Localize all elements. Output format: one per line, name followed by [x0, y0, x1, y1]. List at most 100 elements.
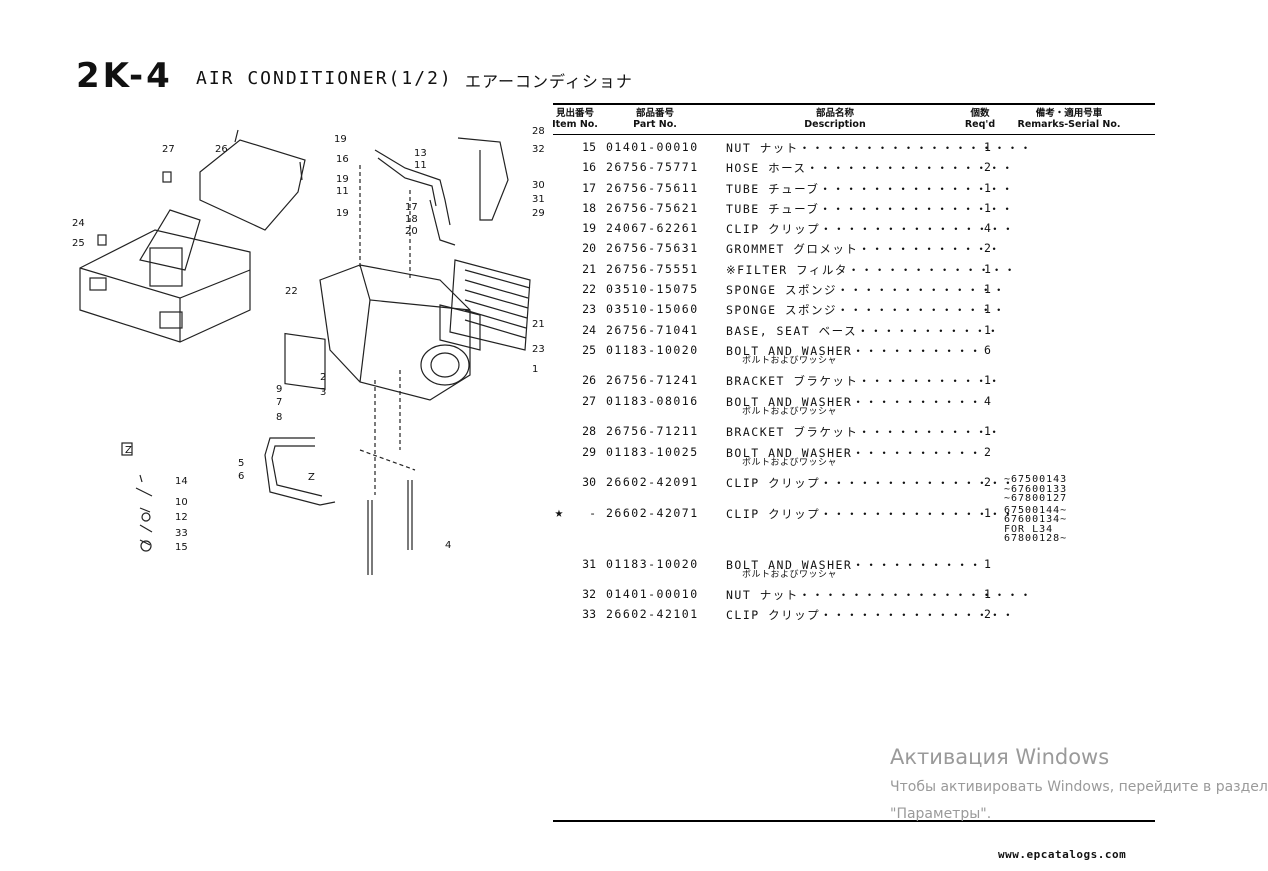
- svg-text:18: 18: [405, 214, 418, 225]
- svg-text:11: 11: [414, 160, 427, 171]
- part-description: BASE, SEAT ベース・・・・・・・・・・・: [726, 323, 1001, 338]
- svg-text:19: 19: [336, 174, 349, 185]
- site-url: www.epcatalogs.com: [998, 848, 1127, 861]
- page-code: 2K-4: [76, 56, 173, 96]
- required-qty: 1: [984, 322, 991, 337]
- part-description: BRACKET ブラケット・・・・・・・・・・・: [726, 425, 1002, 440]
- required-qty: 1: [984, 180, 991, 195]
- item-number: 21: [582, 261, 596, 276]
- part-description: TUBE チューブ・・・・・・・・・・・・・・・: [726, 201, 1015, 216]
- svg-text:19: 19: [334, 134, 347, 145]
- table-top-rule: [553, 103, 1155, 105]
- part-description: NUT ナット・・・・・・・・・・・・・・・・・・: [726, 588, 1033, 603]
- part-description: TUBE チューブ・・・・・・・・・・・・・・・: [726, 181, 1015, 196]
- part-description: HOSE ホース・・・・・・・・・・・・・・・・: [726, 161, 1015, 176]
- part-number: 26602-42071: [606, 505, 699, 520]
- required-qty: 2: [984, 160, 991, 175]
- part-description: SPONGE スポンジ・・・・・・・・・・・・・: [726, 303, 1006, 318]
- item-number: 27: [582, 393, 596, 408]
- svg-text:12: 12: [175, 512, 188, 523]
- part-number: 26756-71211: [606, 424, 699, 439]
- required-qty: 1: [984, 373, 991, 388]
- part-description: ※FILTER フィルタ・・・・・・・・・・・・・: [726, 262, 1017, 277]
- svg-text:26: 26: [215, 144, 228, 155]
- part-number: 26756-75771: [606, 160, 699, 175]
- item-number: 28: [582, 424, 596, 439]
- item-number: 18: [582, 200, 596, 215]
- svg-text:5: 5: [238, 458, 244, 469]
- item-number: 31: [582, 556, 596, 571]
- part-description: CLIP クリップ・・・・・・・・・・・・・・・: [726, 222, 1016, 237]
- part-description-jp: ボルトおよびワッシャ: [742, 406, 838, 417]
- part-description: CLIP クリップ・・・・・・・・・・・・・・・: [726, 506, 1016, 521]
- svg-text:33: 33: [175, 528, 188, 539]
- required-qty: 1: [984, 140, 991, 154]
- part-description-jp: ボルトおよびワッシャ: [742, 457, 838, 468]
- svg-text:16: 16: [336, 154, 349, 165]
- page-title: AIR CONDITIONER(1/2): [196, 68, 453, 89]
- part-number: 01401-00010: [606, 587, 699, 602]
- svg-text:3: 3: [320, 387, 326, 398]
- item-number: -: [589, 505, 596, 520]
- svg-text:14: 14: [175, 476, 188, 487]
- part-number: 01401-00010: [606, 140, 699, 154]
- svg-text:22: 22: [285, 286, 298, 297]
- svg-text:20: 20: [405, 226, 418, 237]
- part-number: 01183-10025: [606, 444, 699, 459]
- svg-text:Z: Z: [308, 472, 315, 483]
- activation-watermark-line2: "Параметры".: [890, 806, 992, 822]
- svg-text:27: 27: [162, 144, 175, 155]
- svg-text:2: 2: [320, 372, 326, 383]
- table-row: 16 26756-75771 HOSE ホース・・・・・・・・・・・・・・・・2: [552, 160, 1172, 180]
- required-qty: 1: [984, 282, 991, 297]
- svg-text:24: 24: [72, 218, 85, 229]
- part-description: SPONGE スポンジ・・・・・・・・・・・・・: [726, 283, 1006, 298]
- svg-text:17: 17: [405, 202, 418, 213]
- aircon-unit-shape: [319, 264, 471, 401]
- part-number: 26756-71241: [606, 373, 699, 388]
- svg-text:15: 15: [175, 542, 188, 553]
- page-title-jp: エアーコンディショナ: [465, 72, 633, 91]
- required-qty: 1: [984, 200, 991, 215]
- part-description-jp: ボルトおよびワッシャ: [742, 569, 838, 580]
- item-number: 15: [582, 140, 596, 154]
- item-number: 30: [582, 475, 596, 490]
- svg-text:13: 13: [414, 148, 427, 159]
- svg-text:21: 21: [532, 319, 545, 330]
- required-qty: 2: [984, 444, 991, 459]
- item-number: 24: [582, 322, 596, 337]
- required-qty: 1: [984, 302, 991, 317]
- part-description-jp: ボルトおよびワッシャ: [742, 355, 838, 366]
- part-number: 26756-75631: [606, 241, 699, 256]
- svg-text:29: 29: [532, 208, 545, 219]
- remarks-serial: ~67500143 ~67600133 ~67800127: [1004, 474, 1068, 505]
- exploded-diagram: 27 26 24 25 19 16 19 11 19 13 11 28 32 3…: [72, 126, 545, 575]
- part-description: BOLT AND WASHER・・・・・・・・・・: [726, 343, 983, 358]
- item-number: 25: [582, 342, 596, 357]
- base-seat-shape: [79, 229, 251, 343]
- part-star: ★: [554, 504, 564, 521]
- svg-text:31: 31: [532, 194, 545, 205]
- bracket-26-shape: [199, 139, 306, 231]
- part-number: 26756-75611: [606, 180, 699, 195]
- activation-watermark-line: Чтобы активировать Windows, перейдите в …: [890, 779, 1268, 795]
- item-number: 16: [582, 160, 596, 175]
- part-number: 24067-62261: [606, 221, 699, 236]
- part-description: BOLT AND WASHER・・・・・・・・・・: [726, 445, 983, 460]
- required-qty: 6: [984, 342, 991, 357]
- item-number: 33: [582, 607, 596, 622]
- table-bottom-rule: [553, 820, 1155, 822]
- item-number: 19: [582, 221, 596, 236]
